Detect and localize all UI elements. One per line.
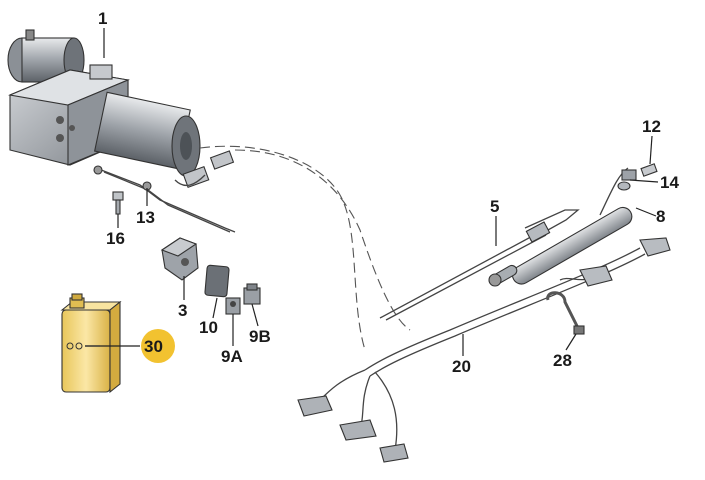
screw-part-16 <box>112 191 124 215</box>
pump-connectors <box>174 150 235 189</box>
callout-28: 28 <box>553 351 572 370</box>
callout-14: 14 <box>660 173 679 192</box>
part-12-connector <box>621 163 658 181</box>
callout-8: 8 <box>656 207 665 226</box>
callout-9b: 9B <box>249 327 271 346</box>
clip-part-9b <box>243 283 261 305</box>
clip-part-9a <box>225 297 241 315</box>
pump-main-motor <box>93 91 201 177</box>
callout-12: 12 <box>642 117 661 136</box>
callout-20: 20 <box>452 357 471 376</box>
hydraulic-pump-unit <box>7 29 201 177</box>
callout-3: 3 <box>178 301 187 320</box>
callout-30: 30 <box>144 337 163 356</box>
bracket-part-3 <box>160 237 199 281</box>
fluid-bottle-part-30 <box>60 293 122 394</box>
callout-9a: 9A <box>221 347 243 366</box>
part-14-washer <box>617 181 631 191</box>
cable-strap-part-28 <box>546 291 585 335</box>
callout-1: 1 <box>98 9 107 28</box>
pad-part-10 <box>204 264 230 298</box>
wiring-harness-part-20 <box>297 237 671 463</box>
pressure-line <box>93 165 236 233</box>
leader-lines <box>100 28 659 356</box>
callout-16: 16 <box>106 229 125 248</box>
callout-5: 5 <box>490 197 499 216</box>
callout-30-highlight[interactable]: 30 <box>141 329 175 363</box>
hydraulic-line-part-5 <box>379 209 580 321</box>
callout-10: 10 <box>199 318 218 337</box>
callout-13: 13 <box>136 208 155 227</box>
hose-routes <box>199 145 411 351</box>
